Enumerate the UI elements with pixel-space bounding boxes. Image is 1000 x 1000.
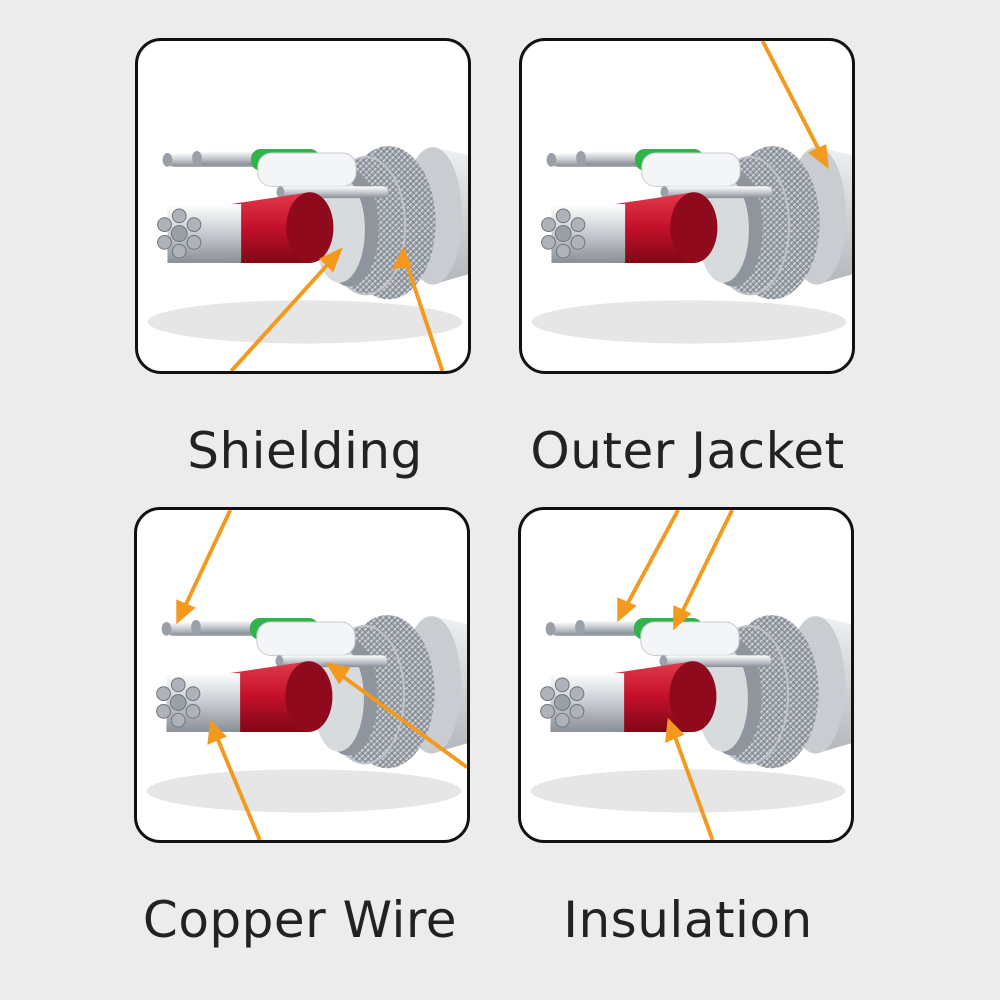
cable-cutaway-image — [529, 510, 851, 840]
cable-cutaway-image — [145, 510, 467, 840]
cable-cutaway-image — [146, 145, 468, 371]
insulation-label: Insulation — [563, 891, 813, 949]
insulation-arrow-2 — [678, 510, 734, 617]
shielding-arrow-1 — [229, 255, 336, 371]
copper-wire-arrow-3 — [337, 671, 467, 769]
insulation-arrow-3 — [671, 731, 715, 840]
shielding-arrow-2 — [403, 258, 445, 371]
copper-wire-panel — [134, 507, 470, 843]
outer-jacket-label: Outer Jacket — [530, 422, 845, 480]
outer-jacket-arrow — [760, 41, 824, 156]
cable-cutaway-image — [530, 41, 852, 345]
copper-wire-arrow-1 — [182, 510, 233, 610]
copper-wire-arrow-2 — [213, 733, 262, 840]
shielding-label: Shielding — [187, 422, 423, 480]
insulation-panel — [518, 507, 854, 843]
copper-wire-label: Copper Wire — [142, 891, 458, 949]
outer-jacket-panel — [519, 38, 855, 374]
insulation-arrow-1 — [623, 510, 680, 610]
shielding-panel — [135, 38, 471, 374]
